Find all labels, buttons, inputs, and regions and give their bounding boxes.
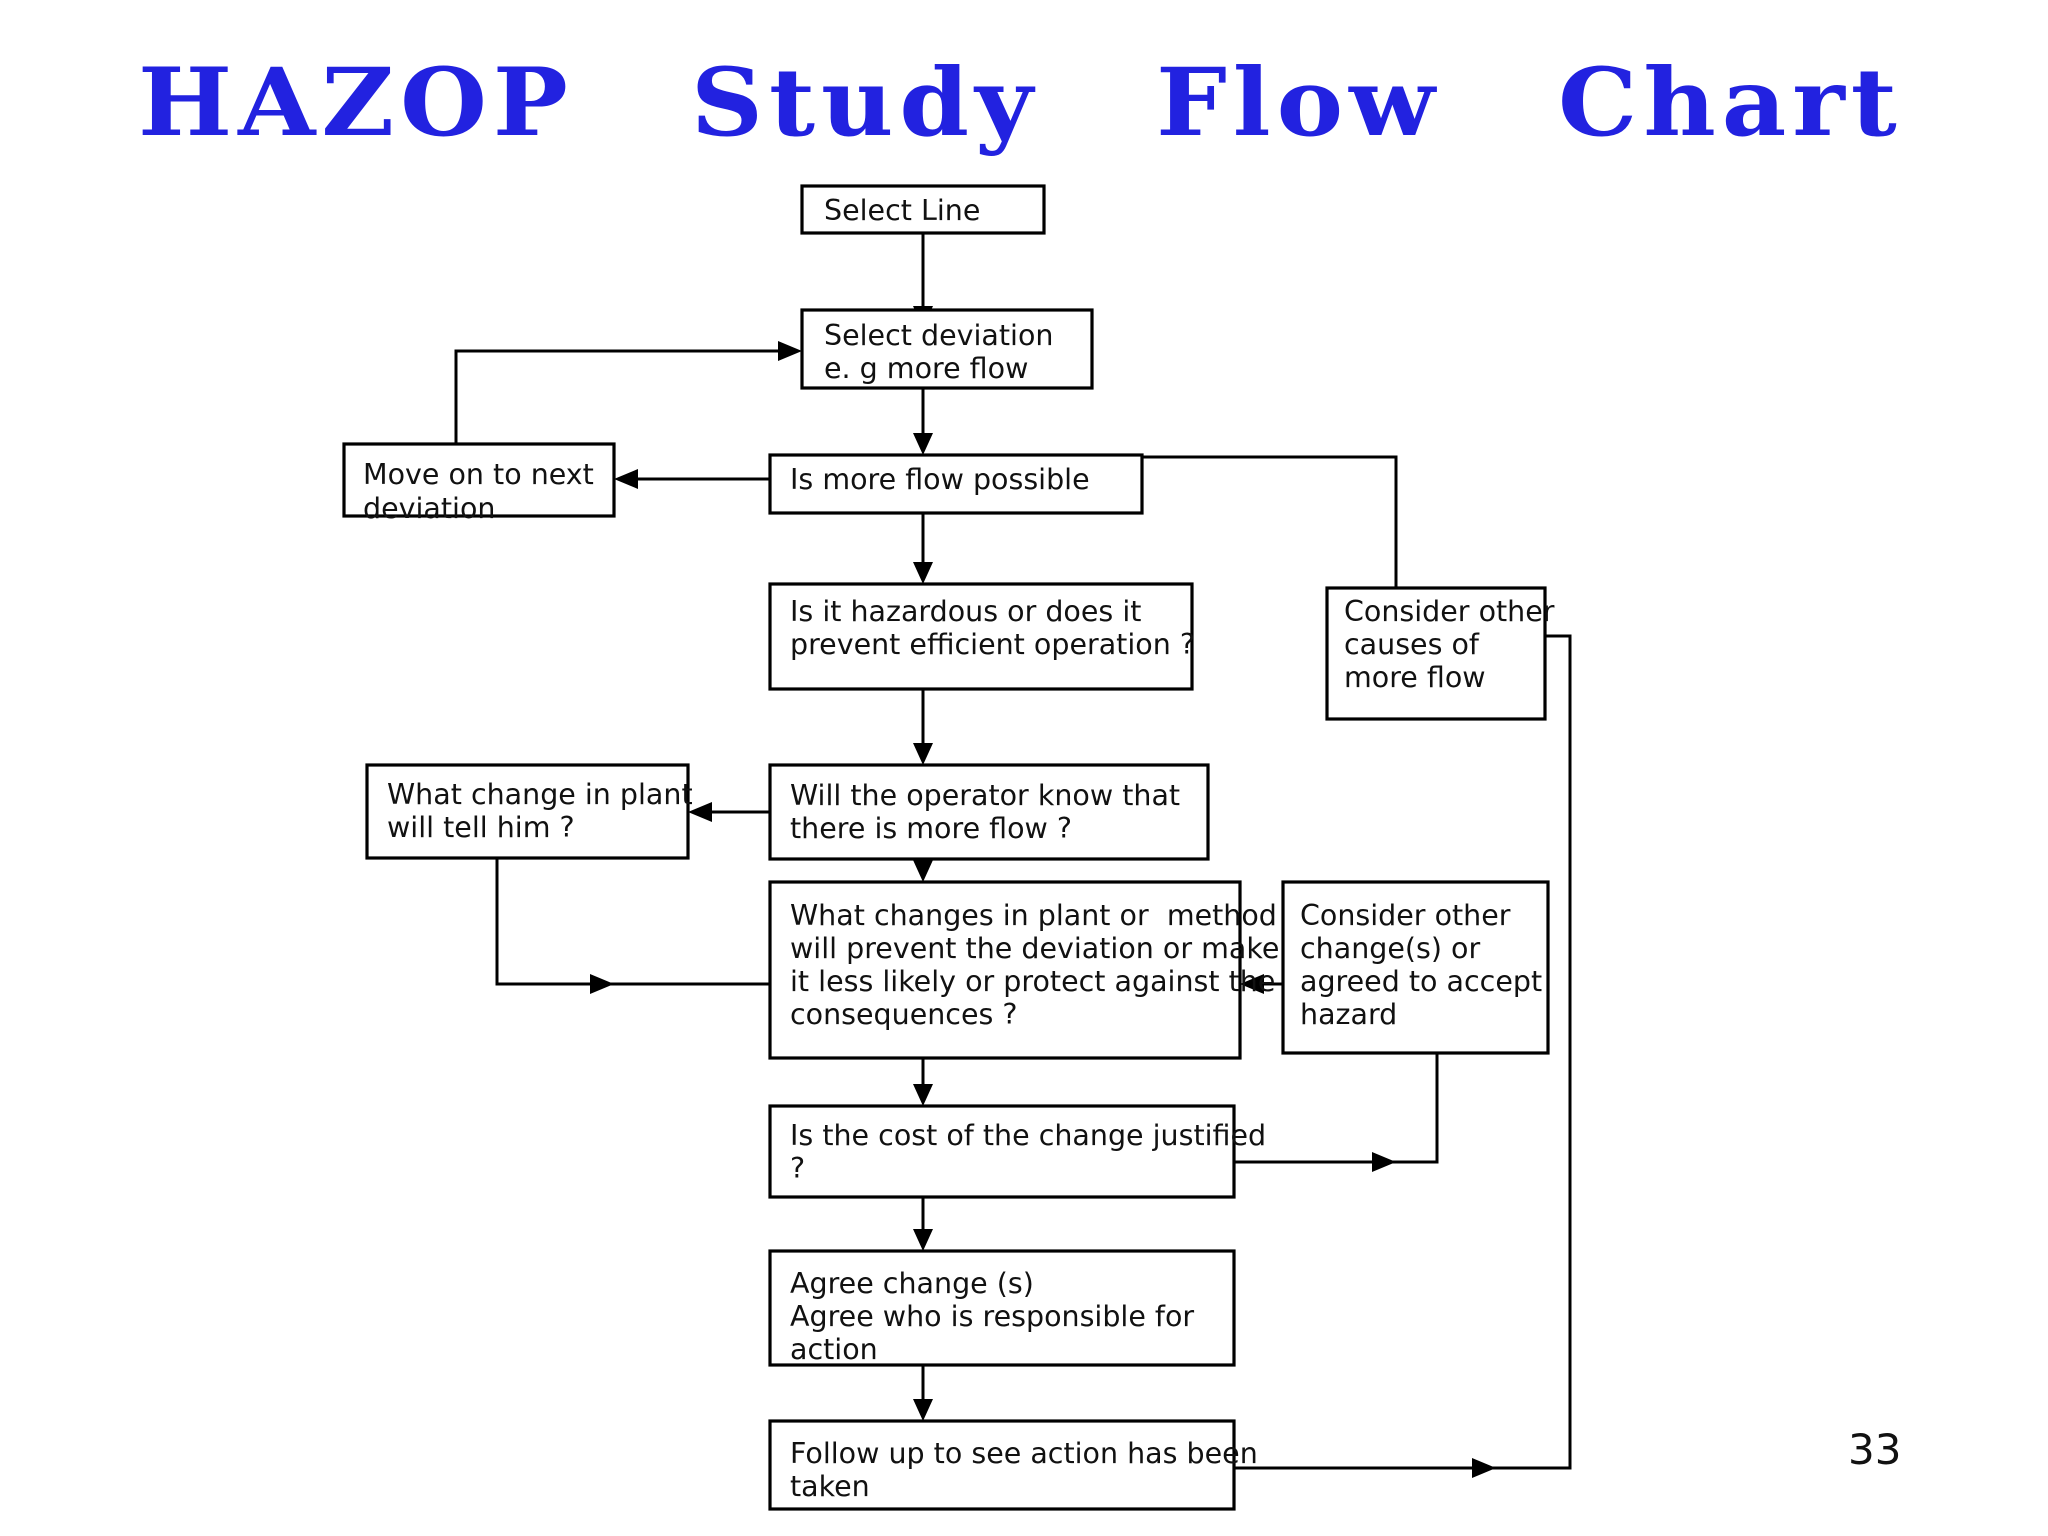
edge-follow-up-to-consider-causes	[1234, 634, 1572, 1478]
node-what-change-plant-line-1: will tell him ?	[387, 811, 575, 844]
edge-operator-know-to-what-change-plant	[688, 802, 770, 822]
node-cost-justified[interactable]: Is the cost of the change justified ?	[768, 1104, 1266, 1199]
edge-agree-changes-to-follow-up	[913, 1365, 933, 1421]
node-what-changes-method-line-0: What changes in plant or method	[790, 899, 1277, 932]
page-number: 33	[1848, 1425, 1902, 1474]
edge-is-hazardous-to-operator-know	[913, 689, 933, 765]
node-is-more-flow-line-0: Is more flow possible	[790, 463, 1090, 496]
node-agree-changes-line-0: Agree change (s)	[790, 1267, 1034, 1300]
edge-operator-know-to-what-changes-method	[913, 859, 933, 882]
edge-cost-justified-to-agree-changes	[913, 1197, 933, 1251]
node-follow-up[interactable]: Follow up to see action has been taken	[768, 1419, 1258, 1511]
node-select-deviation-line-0: Select deviation	[824, 319, 1053, 352]
node-select-deviation[interactable]: Select deviation e. g more flow	[800, 308, 1094, 390]
node-agree-changes-line-1: Agree who is responsible for	[790, 1300, 1194, 1333]
edge-cost-justified-to-consider-changes	[1234, 1053, 1439, 1172]
edge-select-deviation-to-is-more-flow	[913, 388, 933, 455]
node-consider-causes-line-0: Consider other	[1344, 595, 1555, 628]
nodes: Select Line Select deviation e. g more f…	[342, 184, 1555, 1511]
node-move-on-next[interactable]: Move on to next deviation	[342, 442, 616, 525]
edge-what-change-plant-to-what-changes-method	[495, 858, 770, 994]
node-consider-changes-line-0: Consider other	[1300, 899, 1511, 932]
node-is-more-flow[interactable]: Is more flow possible	[768, 453, 1144, 515]
node-consider-causes-line-1: causes of	[1344, 628, 1480, 661]
node-what-changes-method-line-1: will prevent the deviation or make	[790, 932, 1279, 965]
node-is-hazardous-line-1: prevent efficient operation ?	[790, 628, 1195, 661]
node-move-on-next-line-1: deviation	[363, 492, 495, 525]
edge-what-changes-method-to-cost-justified	[913, 1058, 933, 1106]
node-move-on-next-line-0: Move on to next	[363, 458, 594, 491]
node-operator-know-line-0: Will the operator know that	[790, 779, 1180, 812]
node-what-changes-method[interactable]: What changes in plant or method will pre…	[768, 880, 1279, 1060]
edge-move-on-next-to-select-deviation	[454, 341, 802, 444]
edge-is-more-flow-to-move-on-next	[614, 469, 770, 489]
node-operator-know-line-1: there is more flow ?	[790, 812, 1072, 845]
node-agree-changes[interactable]: Agree change (s) Agree who is responsibl…	[768, 1249, 1236, 1367]
node-select-deviation-line-1: e. g more flow	[824, 352, 1028, 385]
node-agree-changes-line-2: action	[790, 1333, 878, 1366]
node-select-line[interactable]: Select Line	[800, 184, 1046, 235]
node-is-hazardous[interactable]: Is it hazardous or does it prevent effic…	[768, 582, 1195, 691]
node-consider-changes[interactable]: Consider other change(s) or agreed to ac…	[1281, 880, 1550, 1055]
node-consider-changes-line-3: hazard	[1300, 998, 1397, 1031]
node-select-line-line-0: Select Line	[824, 194, 980, 227]
node-what-changes-method-line-3: consequences ?	[790, 998, 1018, 1031]
node-is-hazardous-line-0: Is it hazardous or does it	[790, 595, 1141, 628]
edge-is-more-flow-to-is-hazardous	[913, 513, 933, 584]
node-follow-up-line-0: Follow up to see action has been	[790, 1437, 1258, 1470]
node-operator-know[interactable]: Will the operator know that there is mor…	[768, 763, 1210, 861]
edge-consider-changes-to-what-changes-method	[1240, 974, 1283, 994]
node-consider-changes-line-1: change(s) or	[1300, 932, 1480, 965]
node-what-change-plant[interactable]: What change in plant will tell him ?	[365, 763, 693, 860]
node-cost-justified-line-0: Is the cost of the change justified	[790, 1119, 1266, 1152]
node-consider-causes-line-2: more flow	[1344, 661, 1486, 694]
node-cost-justified-line-1: ?	[790, 1152, 805, 1185]
page-title: HAZOP Study Flow Chart	[138, 48, 1903, 158]
node-consider-changes-line-2: agreed to accept	[1300, 965, 1542, 998]
node-what-change-plant-line-0: What change in plant	[387, 778, 693, 811]
node-follow-up-line-1: taken	[790, 1470, 870, 1503]
node-what-changes-method-line-2: it less likely or protect against the	[790, 965, 1275, 998]
node-consider-causes[interactable]: Consider other causes of more flow	[1325, 586, 1555, 721]
